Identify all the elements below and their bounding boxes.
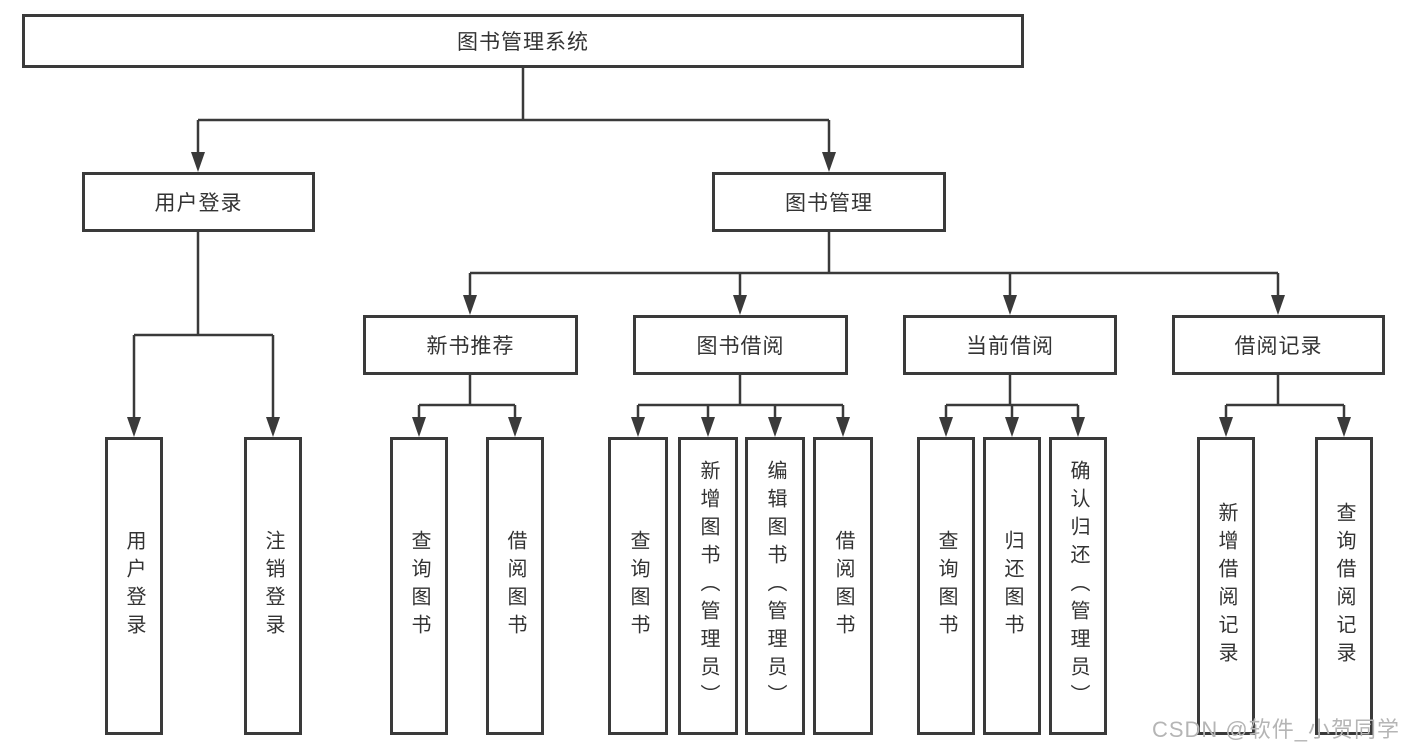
node-current-borrow: 当前借阅 [903,315,1117,375]
node-borrow-record: 借阅记录 [1172,315,1385,375]
leaf-borrow-record-1: 查询借阅记录 [1315,437,1373,735]
leaf-label: 借阅图书 [832,530,854,642]
leaf-user-login-1: 注销登录 [244,437,302,735]
leaf-book-borrow-1: 新增图书（管理员） [678,437,738,735]
node-book-mgmt: 图书管理 [712,172,946,232]
node-book-mgmt-label: 图书管理 [785,192,873,215]
leaf-current-borrow-0: 查询图书 [917,437,975,735]
node-borrow-record-label: 借阅记录 [1234,335,1323,358]
leaf-label: 借阅图书 [504,530,526,642]
leaf-label: 注销登录 [262,530,284,642]
node-book-borrow: 图书借阅 [633,315,848,375]
leaf-label: 用户登录 [123,530,145,642]
leaf-new-book-rec-0: 查询图书 [390,437,448,735]
leaf-label: 编辑图书（管理员） [764,460,786,712]
leaf-label: 查询借阅记录 [1333,502,1355,670]
leaf-borrow-record-0: 新增借阅记录 [1197,437,1255,735]
leaf-label: 确认归还（管理员） [1067,460,1089,712]
node-new-book-rec: 新书推荐 [363,315,578,375]
leaf-current-borrow-2: 确认归还（管理员） [1049,437,1107,735]
node-root-label: 图书管理系统 [457,31,589,54]
node-new-book-rec-label: 新书推荐 [426,335,515,358]
leaf-label: 新增图书（管理员） [697,460,719,712]
leaf-label: 归还图书 [1001,530,1023,642]
leaf-label: 新增借阅记录 [1215,502,1237,670]
leaf-label: 查询图书 [627,530,649,642]
node-current-borrow-label: 当前借阅 [966,335,1054,358]
node-user-login: 用户登录 [82,172,315,232]
leaf-book-borrow-2: 编辑图书（管理员） [745,437,805,735]
leaf-user-login-0: 用户登录 [105,437,163,735]
node-root: 图书管理系统 [22,14,1024,68]
leaf-book-borrow-0: 查询图书 [608,437,668,735]
arrow-heads [127,152,1351,437]
leaf-label: 查询图书 [408,530,430,642]
node-user-login-label: 用户登录 [154,192,243,215]
leaf-book-borrow-3: 借阅图书 [813,437,873,735]
leaf-new-book-rec-1: 借阅图书 [486,437,544,735]
csdn-watermark: CSDN @软件_小贺同学 [1151,717,1400,742]
leaf-current-borrow-1: 归还图书 [983,437,1041,735]
node-book-borrow-label: 图书借阅 [696,335,785,358]
leaf-label: 查询图书 [935,530,957,642]
